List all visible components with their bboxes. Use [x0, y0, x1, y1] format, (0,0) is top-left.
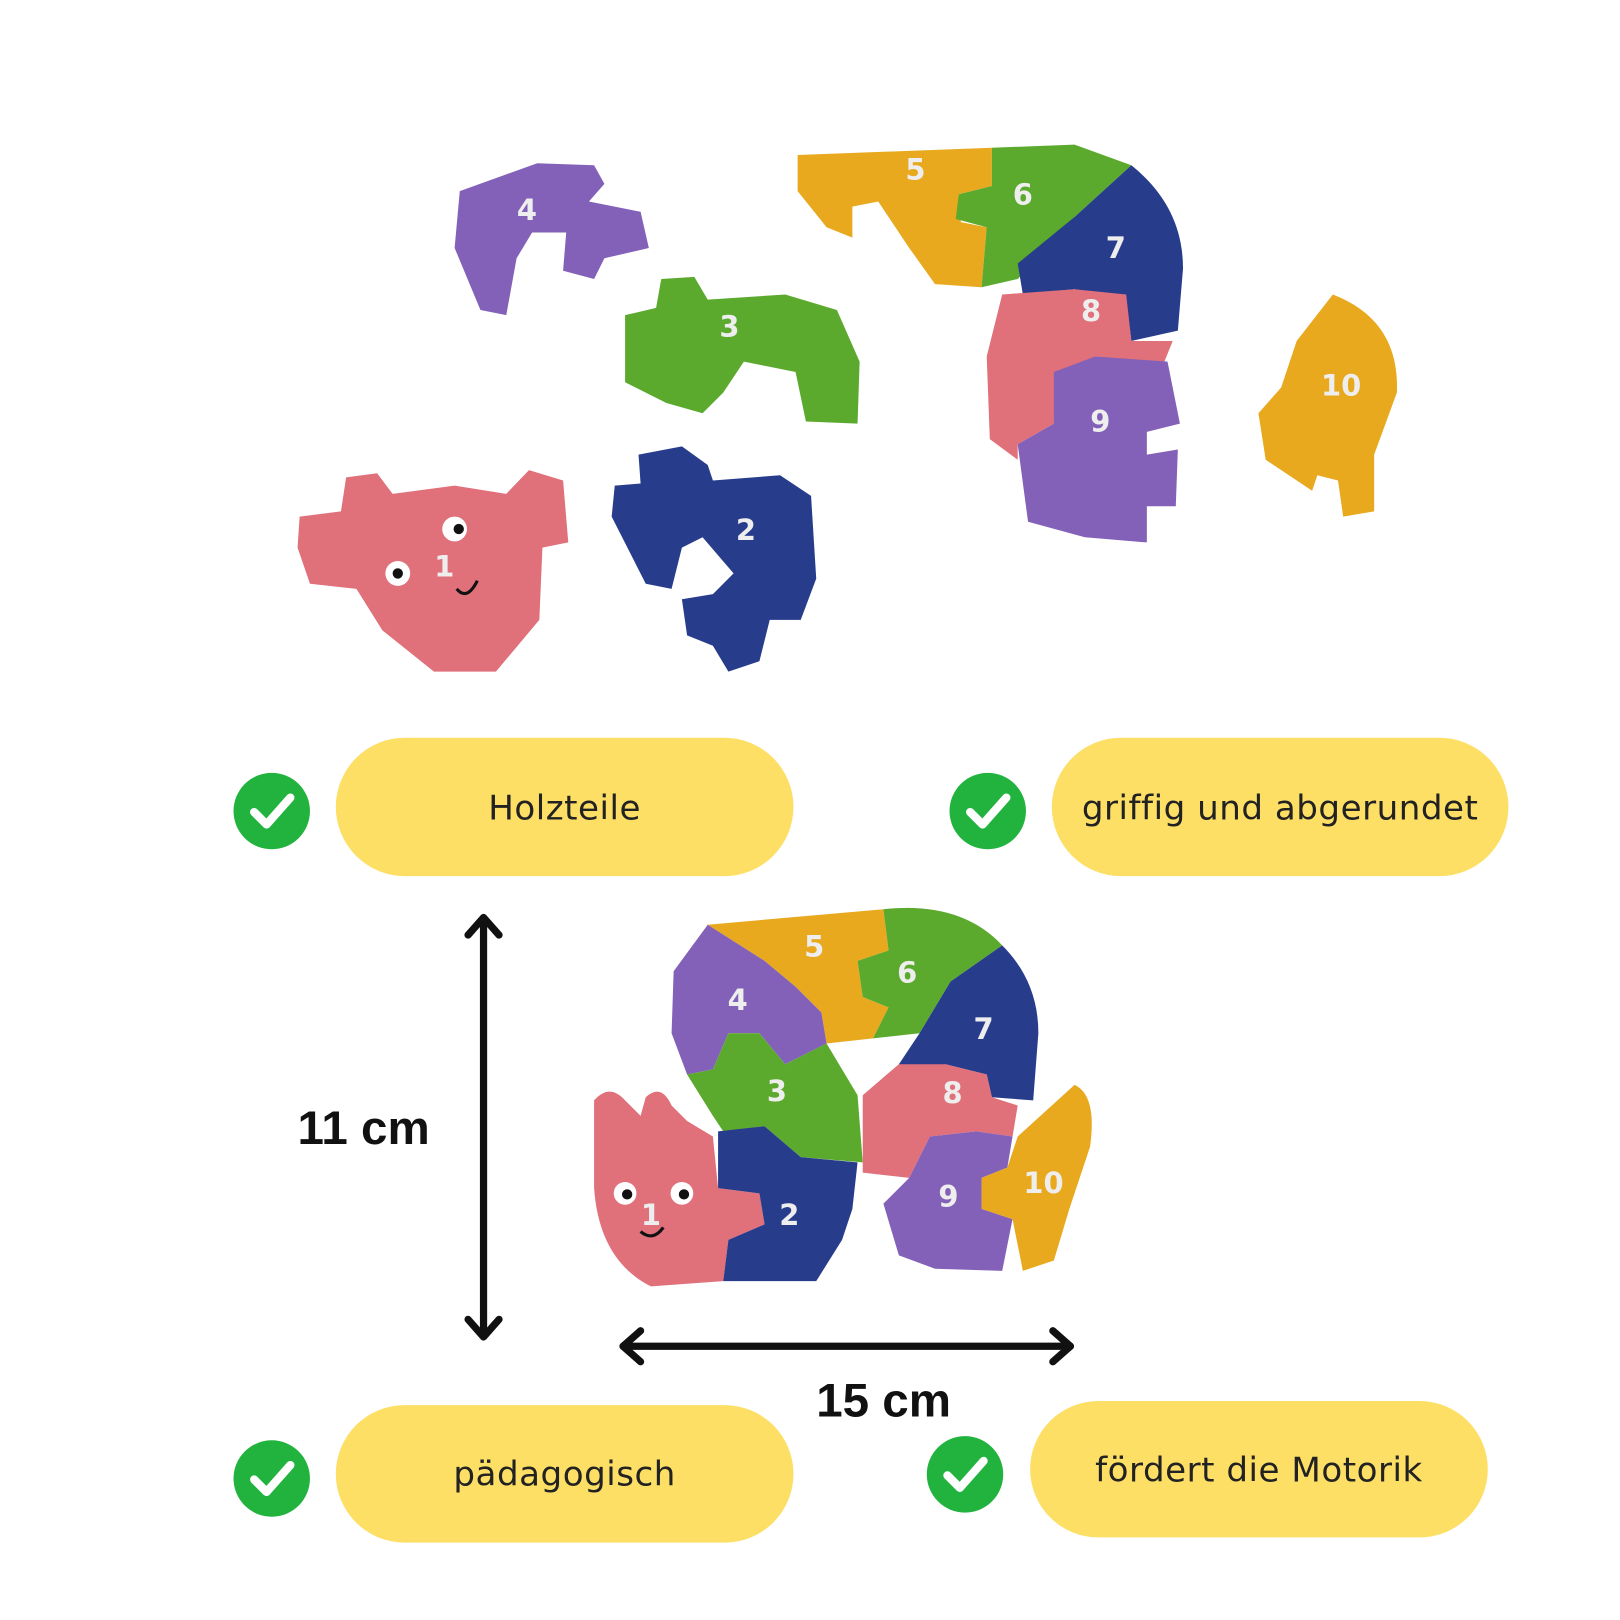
width-label: 15 cm [816, 1373, 951, 1427]
svg-text:1: 1 [434, 549, 454, 583]
piece-4 [454, 163, 649, 316]
piece-7-assembled [898, 945, 1039, 1101]
piece-2-assembled [718, 1126, 858, 1282]
piece-10 [1258, 294, 1398, 517]
svg-text:4: 4 [728, 983, 748, 1017]
piece-5-assembled [707, 909, 889, 1044]
svg-text:9: 9 [1090, 405, 1110, 439]
svg-text:7: 7 [974, 1012, 994, 1046]
piece-2 [611, 446, 817, 672]
piece-8 [986, 289, 1173, 460]
svg-text:8: 8 [943, 1076, 963, 1110]
feature-pill-paedagogisch: pädagogisch [335, 1405, 794, 1543]
svg-text:3: 3 [719, 310, 739, 344]
piece-6-assembled [857, 907, 1003, 1039]
check-icon [926, 1436, 1004, 1513]
piece-7 [1017, 165, 1184, 341]
piece-9 [1017, 356, 1180, 543]
height-label: 11 cm [297, 1100, 430, 1155]
scattered-pieces: 4 3 1 2 5 6 7 8 9 10 [297, 144, 1398, 672]
width-arrow [619, 1327, 1075, 1366]
svg-text:5: 5 [905, 153, 925, 187]
check-icon [233, 772, 310, 850]
check-icon [949, 772, 1026, 850]
piece-4-assembled [671, 924, 827, 1075]
svg-text:3: 3 [767, 1074, 787, 1108]
piece-8-assembled [862, 1064, 1018, 1178]
piece-9-assembled [883, 1131, 1013, 1271]
svg-text:8: 8 [1081, 294, 1101, 328]
svg-text:1: 1 [641, 1198, 661, 1232]
svg-text:9: 9 [938, 1180, 958, 1214]
assembled-puzzle: 5 6 7 4 3 8 1 2 9 10 [594, 907, 1092, 1287]
piece-3 [625, 276, 860, 424]
piece-1 [297, 470, 569, 672]
svg-text:2: 2 [736, 513, 756, 547]
svg-text:7: 7 [1106, 231, 1126, 265]
svg-text:6: 6 [1013, 177, 1033, 211]
svg-text:5: 5 [804, 929, 824, 963]
svg-text:6: 6 [897, 955, 917, 989]
feature-pill-motorik: fördert die Motorik [1030, 1401, 1488, 1538]
svg-text:10: 10 [1023, 1166, 1063, 1200]
piece-5 [797, 147, 992, 288]
check-icon [233, 1440, 310, 1517]
piece-6 [955, 144, 1132, 288]
feature-pill-griffig: griffig und abgerundet [1051, 737, 1509, 877]
feature-pill-holzteile: Holzteile [335, 737, 794, 877]
svg-text:2: 2 [779, 1198, 799, 1232]
height-arrow [464, 913, 503, 1341]
svg-text:4: 4 [517, 193, 537, 227]
svg-text:10: 10 [1321, 368, 1361, 402]
piece-10-assembled [981, 1084, 1092, 1271]
